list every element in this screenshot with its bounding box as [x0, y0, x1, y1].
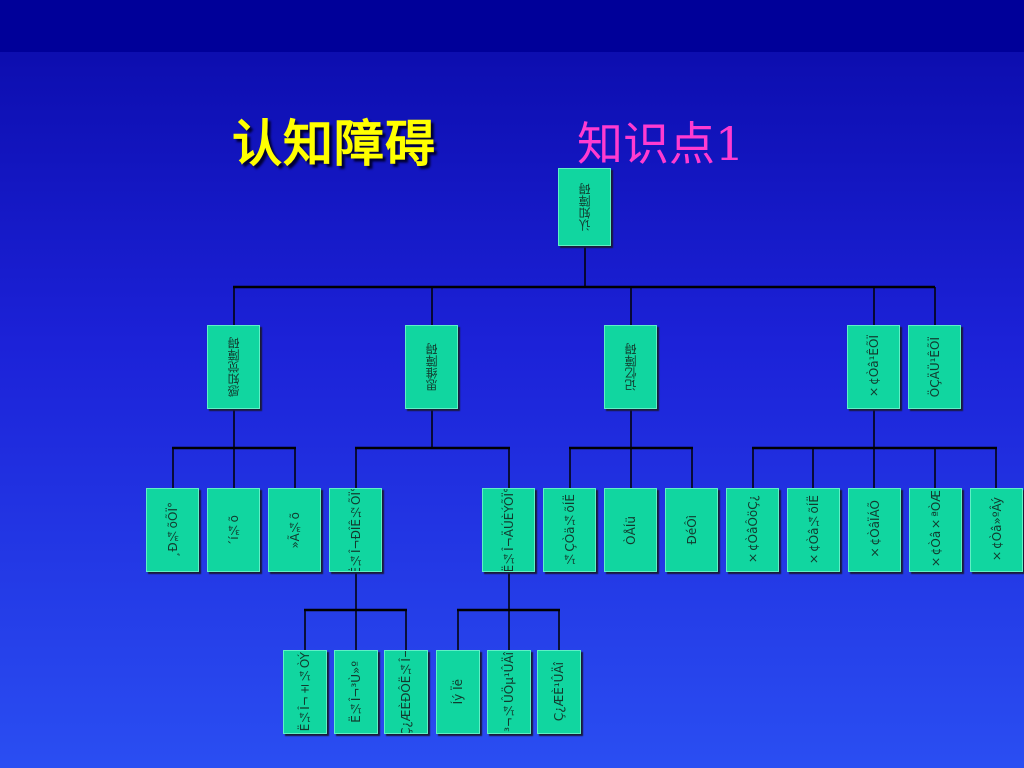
node-level2: ÐéÔì [665, 488, 718, 572]
node-level1: 感知觉障碍 [207, 325, 260, 409]
node-root: 认知障碍 [558, 168, 611, 246]
node-level2: ×¢Òâ×ªÒÆ [909, 488, 962, 572]
node-label: Ë¼Î¬³Ù»º [349, 661, 363, 723]
node-level2: »Ã¾õ [268, 488, 321, 572]
node-level2: ×¢Òâ¼õÍË [787, 488, 840, 572]
node-level1: 思维障碍 [405, 325, 458, 409]
node-level2: ×¢ÒâÏÁÕ­ [848, 488, 901, 572]
node-label: 认知障碍 [577, 183, 592, 231]
node-label: Ç¿ÆÈ¹ÛÄî [552, 662, 566, 722]
node-level2: ×¢ÒâÔöÇ¿ [726, 488, 779, 572]
node-level3: Ë¼Î¬±¼ÒÝ [283, 650, 327, 734]
node-level1: 记忆障碍 [604, 325, 657, 409]
node-label: Ë¼Î¬ÄÚÈÝÕÏ°­ [501, 488, 516, 572]
node-label: ×¢ÒâÏÁÕ­ [867, 500, 882, 560]
node-label: ¼ÇÒä¼õÍË [562, 494, 577, 566]
node-label: ÖÇÄÜ¹ÊÕÏ [927, 336, 942, 398]
node-label: 记忆障碍 [623, 343, 638, 391]
node-level1: ×¢Òâ¹ÊÕÏ [847, 325, 900, 409]
top-bar [0, 0, 1024, 52]
node-level3: Ç¿ÆÈ¹ÛÄî [537, 650, 581, 734]
node-level2: ÒÅÍü [604, 488, 657, 572]
node-label: ÐéÔì [684, 515, 699, 545]
node-label: ×¢Òâ¹ÊÕÏ [866, 335, 881, 399]
slide-title: 认知障碍 [232, 114, 436, 173]
node-level2: ´í¾õ [207, 488, 260, 572]
node-level3: Ç¿ÆÈÐÔË¼Î¬ [384, 650, 428, 734]
node-label: ÒÅÍü [623, 515, 638, 545]
slide-subtitle: 知识点1 [577, 117, 745, 171]
node-label: ×¢Òâ¼õÍË [806, 494, 821, 566]
node-label: ×¢Òâ×ªÒÆ [928, 490, 943, 570]
node-label: Ë¼Î¬±¼ÒÝ [298, 652, 312, 732]
node-label: 感知觉障碍 [226, 337, 241, 397]
node-label: ×¢Òâ»ºÂý [989, 497, 1004, 563]
node-label: 思维障碍 [424, 343, 439, 391]
node-label: Ë¼Î¬ÐÎÊ½ÕÏ°­ [348, 488, 363, 572]
node-level2: ¼ÇÒä¼õÍË [543, 488, 596, 572]
node-level2: ¸Ð¾õÕÏ°­ [146, 488, 199, 572]
node-level2: Ë¼Î¬ÄÚÈÝÕÏ°­ [482, 488, 535, 572]
node-level3: ³¬¼ÛÖµ¹ÛÄî [487, 650, 531, 734]
node-label: Ç¿ÆÈÐÔË¼Î¬ [399, 650, 413, 734]
node-level2: ×¢Òâ»ºÂý [970, 488, 1023, 572]
node-label: »Ã¾õ [287, 511, 302, 549]
node-label: ¸Ð¾õÕÏ°­ [165, 502, 180, 558]
node-level3: Íý Ïë [436, 650, 480, 734]
node-label: ×¢ÒâÔöÇ¿ [745, 495, 760, 565]
node-level1: ÖÇÄÜ¹ÊÕÏ [908, 325, 961, 409]
node-level2: Ë¼Î¬ÐÎÊ½ÕÏ°­ [329, 488, 382, 572]
node-label: ´í¾õ [226, 514, 241, 546]
node-level3: Ë¼Î¬³Ù»º [334, 650, 378, 734]
node-label: Íý Ïë [451, 679, 465, 705]
node-label: ³¬¼ÛÖµ¹ÛÄî [502, 652, 516, 732]
